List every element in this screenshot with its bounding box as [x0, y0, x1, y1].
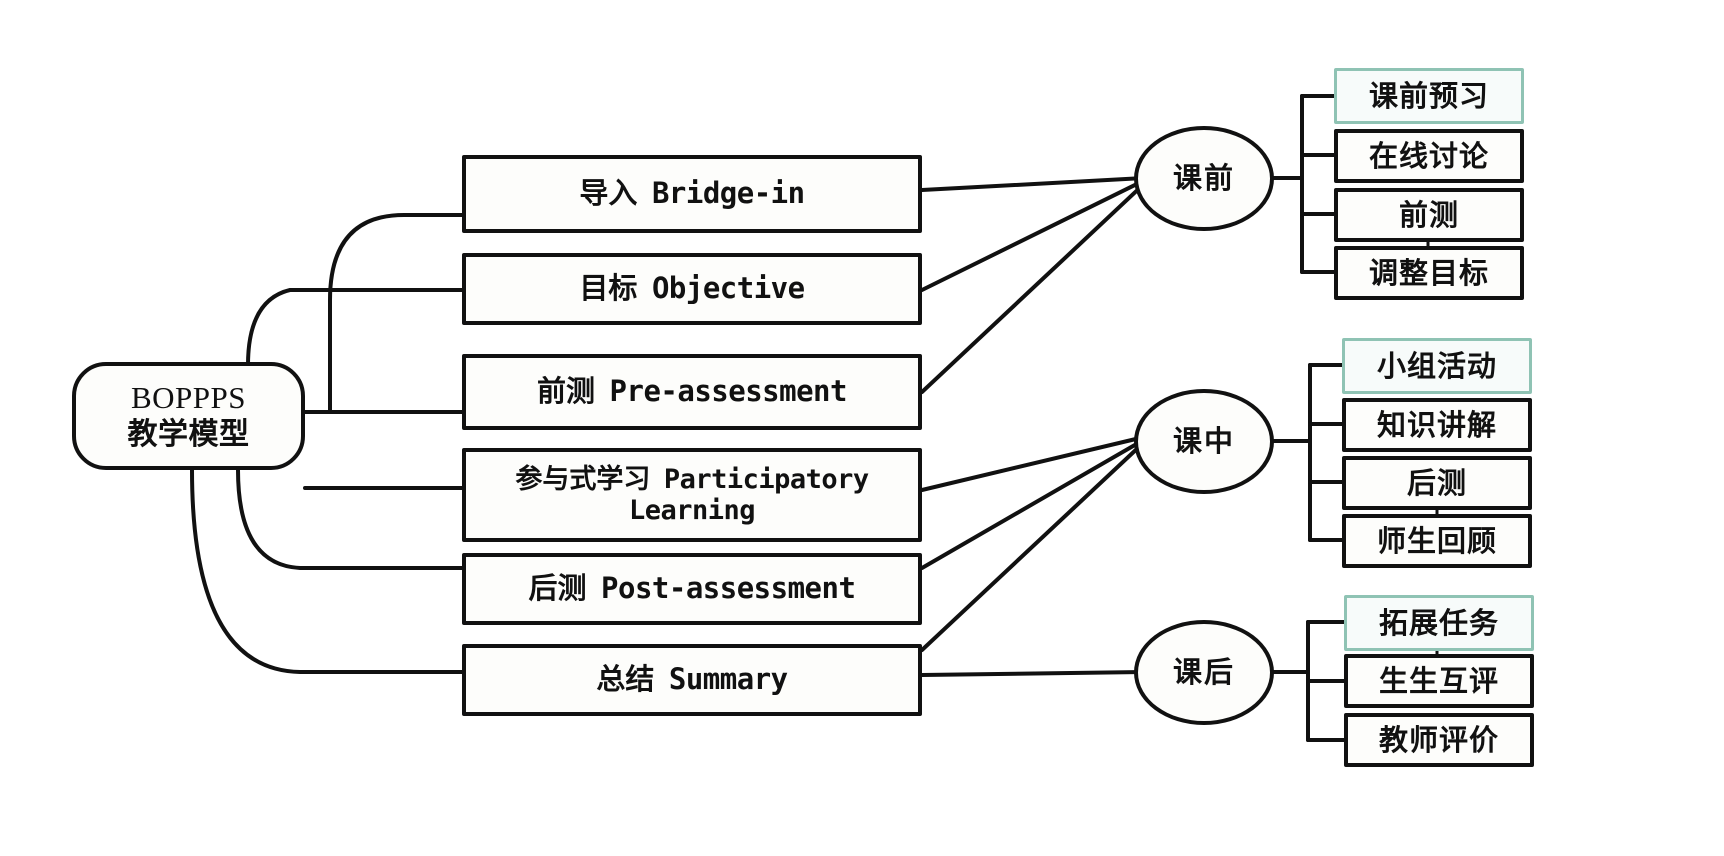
activity-box-after-1[interactable]: 拓展任务	[1344, 595, 1534, 651]
activity-label: 后测	[1406, 465, 1467, 500]
activity-box-during-2[interactable]: 知识讲解	[1342, 398, 1532, 452]
component-label-en: Participatory Learning	[628, 463, 869, 526]
component-box-summary[interactable]: 总结 Summary	[462, 644, 922, 716]
component-label-en: Post-assessment	[601, 571, 856, 606]
phase-label: 课前	[1172, 161, 1235, 196]
edge-root-objective	[246, 288, 464, 367]
activity-label: 前测	[1398, 197, 1459, 232]
activity-box-after-3[interactable]: 教师评价	[1344, 713, 1534, 767]
edge-summary-mid	[920, 444, 1142, 652]
activity-box-after-2[interactable]: 生生互评	[1344, 654, 1534, 708]
component-label-cn: 目标	[579, 271, 638, 306]
component-label-cn: 导入	[579, 176, 638, 211]
activity-label: 拓展任务	[1378, 605, 1499, 640]
component-box-bridge-in[interactable]: 导入 Bridge-in	[462, 155, 922, 233]
root-label-en: BOPPPS	[130, 379, 247, 415]
phase-label: 课后	[1172, 655, 1235, 690]
activity-label: 在线讨论	[1368, 138, 1489, 173]
activity-box-before-2[interactable]: 在线讨论	[1334, 129, 1524, 183]
activity-label: 调整目标	[1368, 255, 1489, 290]
phase-node-before-class[interactable]: 课前	[1134, 126, 1274, 231]
component-label-cn: 总结	[596, 662, 655, 697]
activity-label: 课前预习	[1368, 78, 1489, 113]
root-node-boppps[interactable]: BOPPPS 教学模型	[72, 362, 305, 470]
component-box-participatory-learning[interactable]: 参与式学习 Participatory Learning	[462, 448, 922, 542]
component-box-post-assessment[interactable]: 后测 Post-assessment	[462, 553, 922, 625]
edge-objective-before	[920, 178, 1147, 292]
activity-label: 师生回顾	[1376, 523, 1497, 558]
activity-label: 教师评价	[1378, 722, 1499, 757]
component-label-cn: 后测	[528, 571, 587, 606]
phase-node-during-class[interactable]: 课中	[1134, 389, 1274, 494]
component-label-cn: 前测	[537, 374, 596, 409]
edge-root-post	[236, 468, 464, 570]
activity-box-during-3[interactable]: 后测	[1342, 456, 1532, 510]
component-label-en: Pre-assessment	[609, 374, 848, 409]
activity-box-before-4[interactable]: 调整目标	[1334, 246, 1524, 300]
edge-part-mid	[920, 436, 1142, 492]
phase-label: 课中	[1172, 424, 1235, 459]
edge-post-mid	[920, 440, 1142, 570]
phase-node-after-class[interactable]: 课后	[1134, 620, 1274, 725]
edge-bridgein-before	[920, 176, 1147, 192]
activity-box-during-1[interactable]: 小组活动	[1342, 338, 1532, 394]
edge-root-bridgein	[303, 213, 464, 414]
edge-root-summary	[190, 468, 464, 674]
activity-label: 知识讲解	[1376, 407, 1497, 442]
activity-box-before-3[interactable]: 前测	[1334, 188, 1524, 242]
activity-label: 小组活动	[1376, 348, 1497, 383]
component-label-en: Summary	[668, 662, 788, 697]
activity-box-during-4[interactable]: 师生回顾	[1342, 514, 1532, 568]
edge-summary-after	[920, 670, 1147, 677]
edge-pre-before	[920, 181, 1147, 394]
activity-box-before-1[interactable]: 课前预习	[1334, 68, 1524, 124]
root-label-cn: 教学模型	[127, 416, 250, 452]
component-label-en: Bridge-in	[651, 176, 805, 211]
component-box-objective[interactable]: 目标 Objective	[462, 253, 922, 325]
component-label-cn: 参与式学习	[515, 463, 651, 495]
component-box-pre-assessment[interactable]: 前测 Pre-assessment	[462, 354, 922, 430]
activity-label: 生生互评	[1378, 663, 1499, 698]
component-label-en: Objective	[651, 271, 805, 306]
